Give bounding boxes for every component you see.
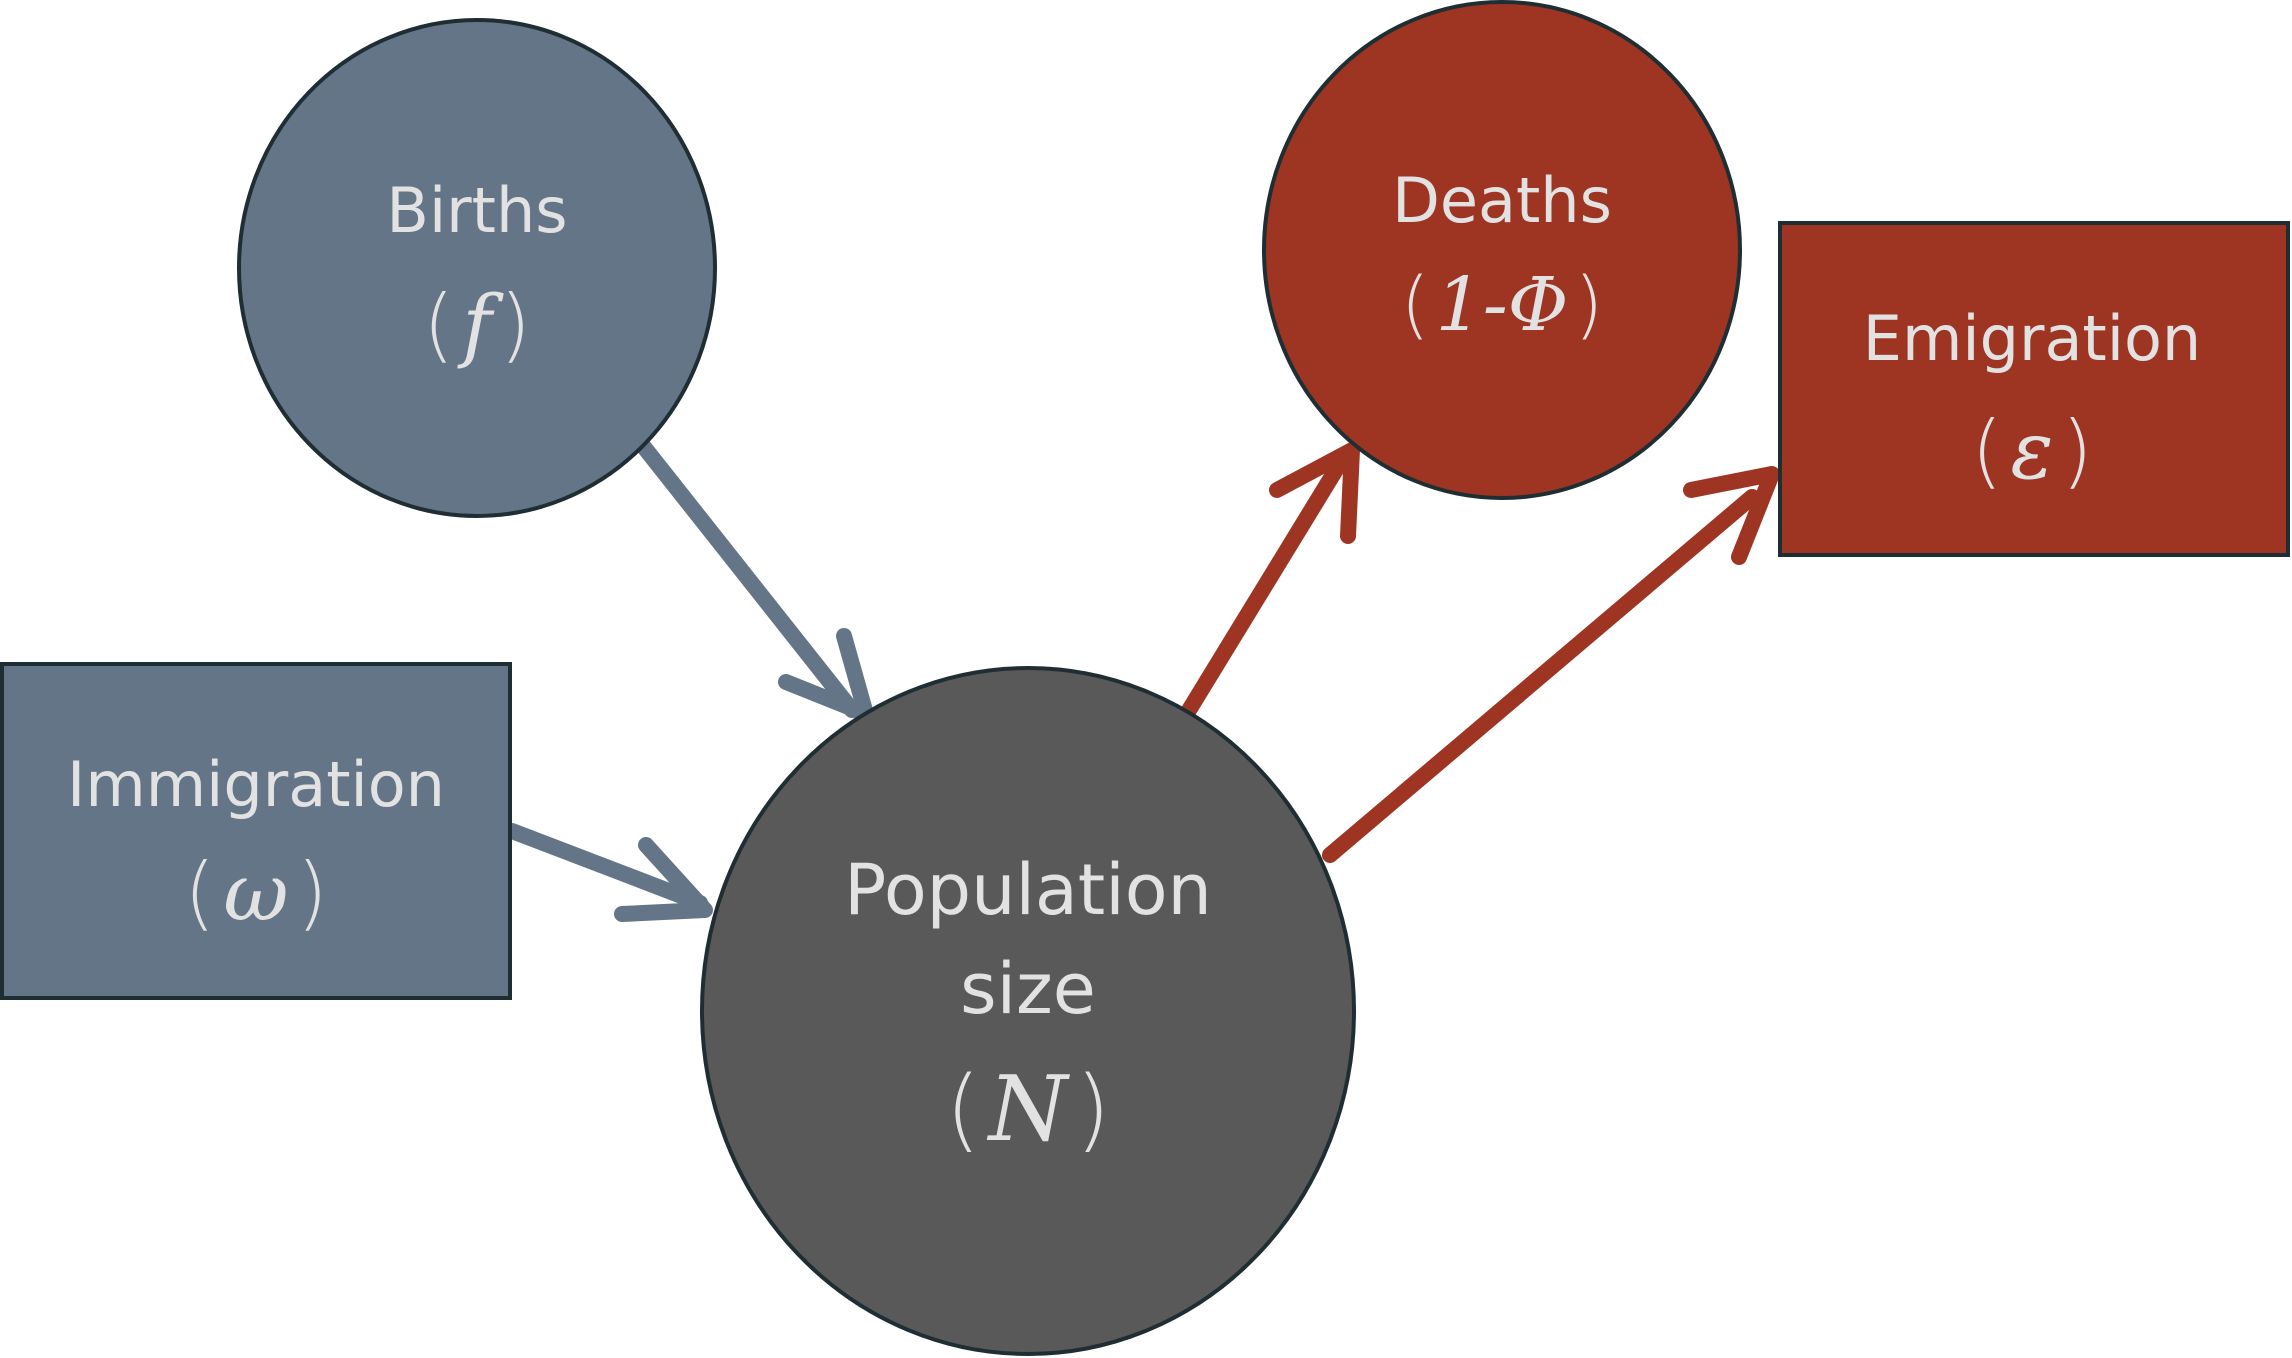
population-node: Population size (N)	[700, 666, 1356, 1356]
births-node: Births (f)	[237, 18, 717, 518]
emigration-node: Emigration (ε)	[1778, 221, 2290, 557]
emigration-label: Emigration	[1863, 302, 2201, 375]
immigration-node: Immigration (ω)	[0, 662, 512, 1000]
deaths-label: Deaths	[1392, 164, 1612, 237]
arrow-population-to-emigration	[1322, 466, 1780, 863]
deaths-symbol: (1-Φ)	[1401, 262, 1604, 348]
population-label-line1: Population	[844, 849, 1212, 931]
population-circle	[700, 666, 1356, 1356]
population-label-line2: size	[960, 948, 1096, 1030]
deaths-node: Deaths (1-Φ)	[1262, 0, 1742, 500]
immigration-symbol: (ω)	[184, 846, 328, 939]
arrow-births-to-population	[632, 434, 874, 722]
immigration-box	[0, 662, 512, 1000]
arrow-immigration-to-population	[504, 823, 713, 922]
births-symbol: (f)	[423, 278, 531, 371]
births-label: Births	[386, 174, 567, 247]
births-circle	[237, 18, 717, 518]
immigration-label: Immigration	[67, 748, 445, 821]
emigration-symbol: (ε)	[1971, 404, 2092, 497]
deaths-circle	[1262, 0, 1742, 500]
population-symbol: (N)	[946, 1057, 1111, 1162]
arrow-population-to-deaths	[1175, 442, 1360, 728]
emigration-box	[1778, 221, 2290, 557]
